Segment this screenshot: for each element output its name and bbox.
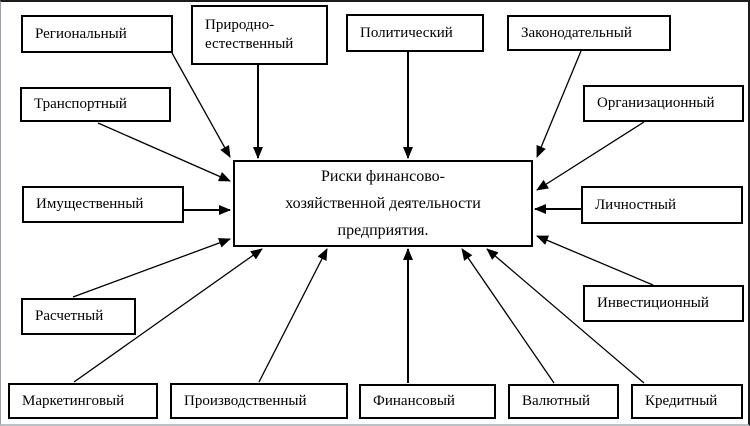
node-regional-risk: Региональный xyxy=(21,15,173,53)
node-organizational-risk: Организационный xyxy=(583,85,744,122)
node-label: Организационный xyxy=(597,95,715,112)
arrow-proizvod-to-central xyxy=(258,248,328,383)
node-marketing-risk: Маркетинговый xyxy=(8,383,158,419)
node-transport-risk: Транспортный xyxy=(20,87,171,122)
arrow-kredit-to-central xyxy=(486,248,645,384)
node-label: Региональный xyxy=(35,25,127,42)
node-property-risk: Имущественный xyxy=(22,186,184,223)
node-label: Производственный xyxy=(184,392,307,409)
node-settlement-risk: Расчетный xyxy=(21,298,136,335)
node-label: Финансовый xyxy=(373,393,455,410)
node-label: Личностный xyxy=(595,196,676,213)
arrow-transport-to-central xyxy=(97,122,231,182)
central-box-line: предприятия. xyxy=(337,222,429,239)
node-legislative-risk: Законодательный xyxy=(507,15,671,51)
node-credit-risk: Кредитный xyxy=(631,384,743,419)
central-box-line: хозяйственной деятельности xyxy=(285,195,481,212)
node-label: Валютный xyxy=(522,393,590,410)
arrow-raschet-to-central xyxy=(72,238,231,298)
node-production-risk: Производственный xyxy=(170,383,348,419)
arrow-organiz-to-central xyxy=(536,121,645,191)
node-currency-risk: Валютный xyxy=(508,384,619,419)
node-label: Кредитный xyxy=(645,393,718,410)
central-box-line: Риски финансово- xyxy=(321,168,445,185)
arrow-valut-to-central xyxy=(461,248,555,384)
node-investment-risk: Инвестиционный xyxy=(583,285,744,322)
node-label: Имущественный xyxy=(36,196,144,213)
node-label: Транспортный xyxy=(34,96,127,113)
arrow-market-to-central xyxy=(73,248,263,383)
arrow-zakon-to-central xyxy=(536,50,582,158)
node-label: Маркетинговый xyxy=(22,392,125,409)
node-label: Законодательный xyxy=(521,24,632,41)
node-label: Расчетный xyxy=(35,308,104,325)
node-label: Инвестиционный xyxy=(597,295,709,312)
node-financial-risk: Финансовый xyxy=(359,384,496,419)
node-natural-risk: Природно- естественный xyxy=(191,5,328,65)
arrow-invest-to-central xyxy=(536,235,654,286)
node-label: Политический xyxy=(360,24,453,41)
node-political-risk: Политический xyxy=(346,14,484,52)
arrow-regional-to-central xyxy=(171,52,231,158)
node-personal-risk: Личностный xyxy=(581,186,743,224)
node-label: Природно- естественный xyxy=(205,17,294,52)
central-risks-box: Риски финансово- хозяйственной деятельно… xyxy=(233,160,533,247)
